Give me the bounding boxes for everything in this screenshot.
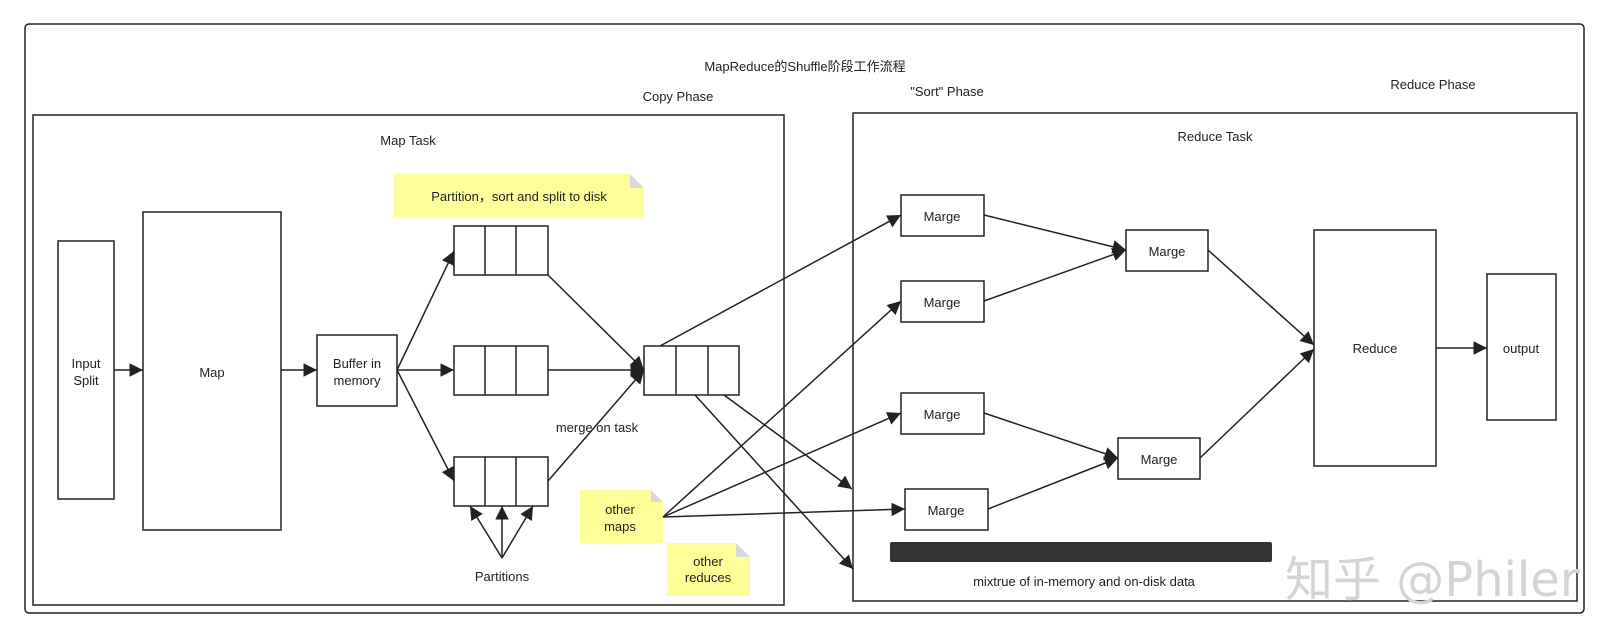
buffer-box	[316, 334, 398, 407]
partitions-label: Partitions	[475, 569, 530, 584]
merge-on-task-label: merge on task	[556, 420, 639, 435]
sort-phase-label: "Sort" Phase	[910, 84, 984, 99]
input-split-label-line1: Input	[72, 356, 101, 371]
arrow-merged-to-marge1	[659, 214, 902, 347]
marge-label-4: Marge	[928, 503, 965, 518]
other-reduces-note	[667, 543, 750, 596]
arrow-othermaps-to-marge3	[662, 412, 902, 518]
other-maps-line1: other	[605, 502, 635, 517]
merged-file	[643, 345, 740, 396]
marge-box-2	[900, 280, 985, 323]
partition-note	[394, 174, 644, 217]
marge-box-6	[1117, 437, 1201, 480]
arrow-othermaps-to-marge2	[662, 300, 902, 518]
buffer-label-line1: Buffer in	[333, 356, 381, 371]
arrow-marge6-to-reduce	[1199, 348, 1315, 459]
arrow-merged-to-bottom	[694, 394, 854, 570]
connectors	[114, 214, 1487, 570]
arrow-buffer-to-top	[396, 250, 455, 371]
arrow-marge5-to-reduce	[1207, 249, 1315, 346]
marge-label-5: Marge	[1149, 244, 1186, 259]
buffer-label-line2: memory	[334, 373, 381, 388]
other-reduces-line1: other	[693, 554, 723, 569]
arrow-marge1-to-marge5	[983, 214, 1127, 254]
reduce-task-title: Reduce Task	[1178, 129, 1253, 144]
other-maps-note	[580, 490, 663, 543]
output-box	[1486, 273, 1557, 421]
marge-box-4	[904, 488, 989, 531]
input-split-box	[57, 240, 115, 500]
input-split-label-line2: Split	[73, 373, 99, 388]
reduce-box	[1313, 229, 1437, 467]
arrow-marge2-to-marge5	[983, 248, 1127, 302]
marge-label-2: Marge	[924, 295, 961, 310]
marge-label-3: Marge	[924, 407, 961, 422]
arrow-othermaps-to-marge4	[662, 502, 906, 518]
copy-phase-label: Copy Phase	[643, 89, 714, 104]
arrow-marge4-to-marge6	[987, 456, 1119, 510]
diagram-title: MapReduce的Shuffle阶段工作流程	[704, 59, 905, 74]
arrow-bottom-to-merged	[547, 369, 645, 482]
outer-frame	[24, 23, 1585, 614]
spill-file-bottom	[453, 456, 549, 507]
partition-note-text: Partition，sort and split to disk	[431, 189, 607, 204]
arrow-buffer-to-bottom	[396, 369, 455, 482]
arrow-top-to-merged	[547, 274, 645, 371]
arrow-partitions-3	[501, 505, 534, 559]
reduce-task-box	[852, 112, 1578, 602]
marge-label-1: Marge	[924, 209, 961, 224]
arrow-partitions-1	[469, 505, 503, 559]
other-maps-note-fold	[651, 490, 663, 502]
other-maps-line2: maps	[604, 519, 636, 534]
mixture-label: mixtrue of in-memory and on-disk data	[973, 574, 1196, 589]
reduce-phase-label: Reduce Phase	[1390, 77, 1475, 92]
arrow-merged-to-marge4	[723, 394, 853, 490]
watermark: 知乎 @Philer	[1285, 552, 1580, 608]
map-box	[142, 211, 282, 531]
spill-file-middle	[453, 345, 549, 396]
mixture-bar	[890, 542, 1272, 562]
arrow-marge3-to-marge6	[983, 412, 1119, 461]
output-label: output	[1503, 341, 1540, 356]
marge-label-6: Marge	[1141, 452, 1178, 467]
map-task-title: Map Task	[380, 133, 436, 148]
map-label: Map	[199, 365, 224, 380]
reduce-label: Reduce	[1353, 341, 1398, 356]
spill-file-top	[453, 225, 549, 276]
partition-note-fold	[630, 174, 644, 188]
other-reduces-note-fold	[736, 543, 750, 557]
map-task-box	[32, 114, 785, 606]
other-reduces-line2: reduces	[685, 570, 732, 585]
